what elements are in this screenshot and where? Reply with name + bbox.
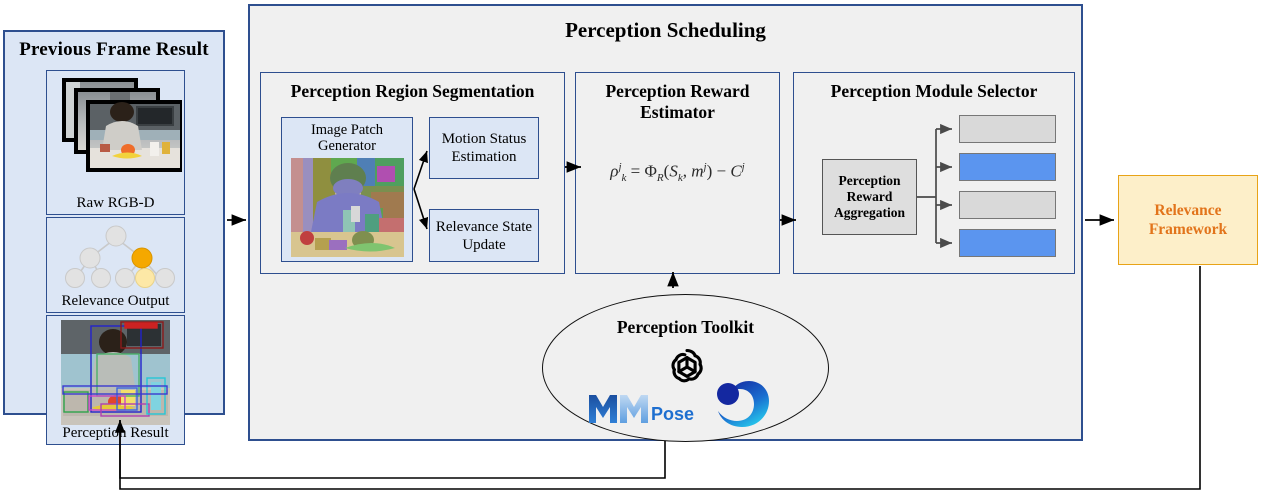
formula-close-paren: ) — [706, 161, 713, 181]
segmentation-branch-arrows — [413, 150, 429, 230]
relevance-state-update-box[interactable]: Relevance State Update — [429, 209, 539, 262]
previous-frame-result-panel: Previous Frame Result — [3, 30, 225, 445]
relevance-framework-line1: Relevance — [1154, 202, 1222, 219]
perception-toolkit-title: Perception Toolkit — [616, 317, 755, 337]
formula-minus: − — [716, 161, 727, 181]
formula-sup-j3: j — [741, 161, 745, 173]
rgbd-image-stack-icon — [62, 78, 182, 172]
card-label-perception-result: Perception Result — [62, 425, 169, 441]
relevance-state-update-label: Relevance State Update — [435, 218, 533, 253]
card-raw-rgbd[interactable]: Raw RGB-D — [46, 70, 185, 215]
perception-region-segmentation-section: Perception Region Segmentation Image Pat… — [260, 72, 565, 274]
superpixel-segmentation-icon — [291, 158, 404, 257]
perception-reward-estimator-section: Perception Reward Estimator ρjk = ΦR(Sk,… — [575, 72, 780, 274]
deepseek-logo-icon — [717, 381, 769, 427]
module-bar-2[interactable] — [959, 153, 1056, 181]
detection-image-icon — [61, 320, 170, 425]
formula-equals: = — [630, 161, 641, 181]
motion-status-estimation-label: Motion Status Estimation — [441, 131, 527, 165]
image-patch-generator-box[interactable]: Image Patch Generator — [281, 117, 413, 262]
formula-comma: , — [682, 161, 692, 181]
openai-logo-icon — [671, 348, 703, 383]
mmpose-pose-text: Pose — [651, 404, 694, 424]
module-bar-1[interactable] — [959, 115, 1056, 143]
relevance-framework-line2: Framework — [1148, 221, 1228, 238]
module-selector-connectors — [917, 123, 952, 249]
module-bar-3[interactable] — [959, 191, 1056, 219]
previous-frame-result-title: Previous Frame Result — [19, 39, 209, 60]
formula-sup-j2: j — [703, 161, 707, 173]
perception-scheduling-panel: Perception Scheduling Perception Region … — [248, 4, 1083, 442]
formula-sub-R: R — [656, 172, 664, 185]
perception-scheduling-title: Perception Scheduling — [565, 18, 766, 42]
perception-toolkit-ellipse[interactable]: Perception Toolkit — [542, 294, 829, 442]
card-label-raw-rgbd: Raw RGB-D — [76, 195, 155, 211]
formula-phi: Φ — [644, 161, 657, 181]
perception-reward-aggregation-label: Perception Reward Aggregation — [834, 173, 905, 220]
formula-sub-k: k — [621, 172, 627, 185]
module-bar-4[interactable] — [959, 229, 1056, 257]
formula-m: m — [691, 161, 704, 181]
formula-S: S — [669, 161, 678, 181]
card-label-relevance-output: Relevance Output — [61, 293, 170, 309]
image-patch-generator-label: Image Patch Generator — [310, 122, 384, 154]
formula-sub-k2: k — [677, 172, 683, 185]
formula-rho: ρ — [610, 161, 619, 181]
reward-estimator-title: Perception Reward Estimator — [605, 81, 750, 122]
perception-module-selector-section: Perception Module Selector Perception Re… — [793, 72, 1075, 274]
formula-C: C — [730, 161, 742, 181]
mmpose-logo-icon: Pose — [589, 395, 694, 424]
relevance-tree-icon — [65, 225, 175, 288]
card-perception-result[interactable]: Perception Result — [46, 315, 185, 445]
motion-status-estimation-box[interactable]: Motion Status Estimation — [429, 117, 539, 179]
card-relevance-output[interactable]: Relevance Output — [46, 217, 185, 313]
formula-open-paren: ( — [663, 161, 670, 181]
perception-reward-aggregation-box[interactable]: Perception Reward Aggregation — [822, 159, 917, 235]
reward-formula: ρjk = ΦR(Sk, mj) − Cj — [576, 161, 779, 184]
relevance-framework-box[interactable]: Relevance Framework — [1118, 175, 1258, 265]
segmentation-title: Perception Region Segmentation — [290, 81, 535, 101]
module-selector-title: Perception Module Selector — [830, 81, 1038, 101]
formula-sup-j: j — [618, 161, 622, 173]
